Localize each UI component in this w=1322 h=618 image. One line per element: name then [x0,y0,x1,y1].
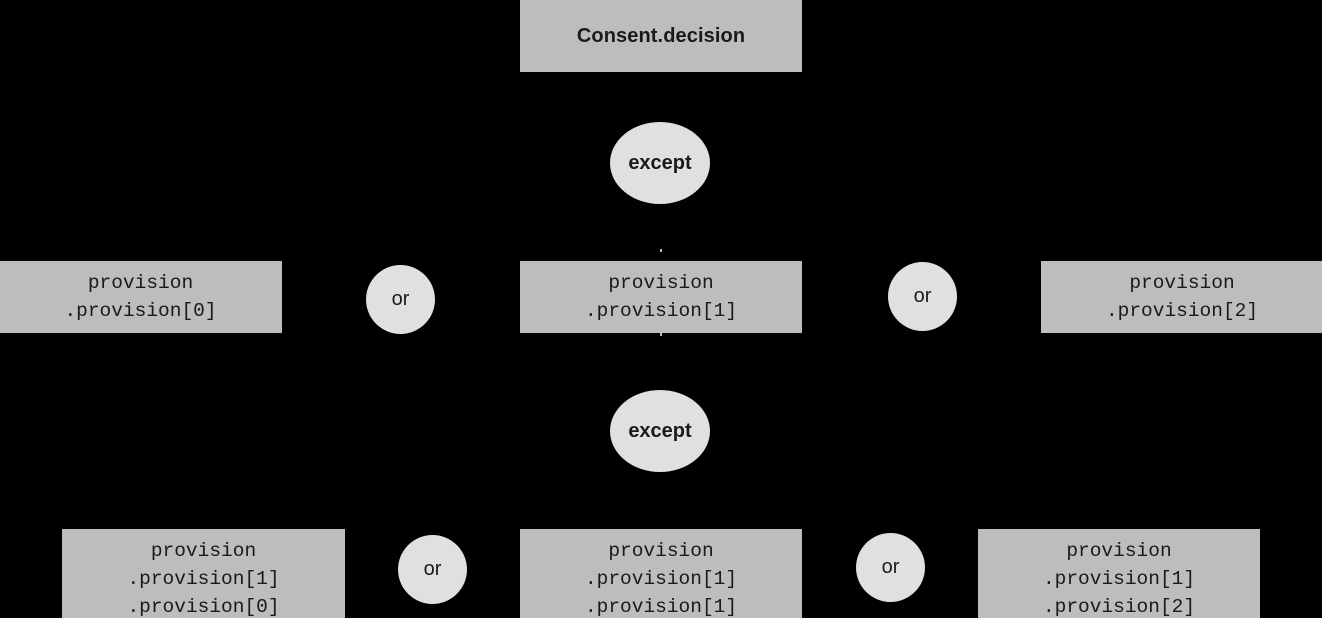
operator-or-level1-right[interactable]: or [888,262,957,331]
node-provision-1[interactable]: provision .provision[1] [520,261,802,333]
operator-or-level2-left-label: or [423,558,442,580]
node-provision-1-0-line-3: .provision[0] [127,596,280,618]
node-consent-decision[interactable]: Consent.decision [520,0,802,72]
node-provision-1-2-line-2: .provision[1] [1042,568,1196,590]
operator-or-level2-right[interactable]: or [856,533,925,602]
operator-except-2[interactable]: except [610,390,710,472]
node-provision-1-0-line-1: provision [150,540,257,562]
operator-or-level2-right-label: or [881,556,900,578]
node-provision-1-2[interactable]: provision .provision[1] .provision[2] [978,529,1260,618]
node-provision-1-1-line-1: provision [608,540,714,562]
node-provision-1-1[interactable]: provision .provision[1] .provision[1] [520,529,802,618]
edge-stub-top-provision-1 [660,249,662,252]
node-provision-1-2-line-1: provision [1066,540,1172,562]
node-provision-1-line-1: provision [608,272,714,294]
operator-or-level1-left[interactable]: or [366,265,435,334]
operator-or-level1-left-label: or [391,288,410,310]
edge-stub-bottom-provision-1 [660,333,662,336]
node-provision-0-line-1: provision [87,272,194,294]
operator-except-2-label: except [628,419,692,442]
node-provision-1-line-2: .provision[1] [584,300,738,322]
operator-except-1-label: except [628,151,692,174]
node-provision-0-line-2: .provision[0] [64,300,217,322]
node-provision-1-0-line-2: .provision[1] [127,568,280,590]
operator-except-1[interactable]: except [610,122,710,204]
node-provision-2-line-1: provision [1129,272,1235,294]
node-provision-1-1-line-2: .provision[1] [584,568,738,590]
node-provision-2[interactable]: provision .provision[2] [1041,261,1322,333]
node-consent-decision-label: Consent.decision [576,24,746,47]
node-provision-0[interactable]: provision .provision[0] [0,261,282,333]
node-provision-1-0[interactable]: provision .provision[1] .provision[0] [62,529,345,618]
node-provision-2-line-2: .provision[2] [1105,300,1259,322]
node-provision-1-1-line-3: .provision[1] [584,596,738,618]
operator-or-level2-left[interactable]: or [398,535,467,604]
operator-or-level1-right-label: or [913,285,932,307]
node-provision-1-2-line-3: .provision[2] [1042,596,1196,618]
